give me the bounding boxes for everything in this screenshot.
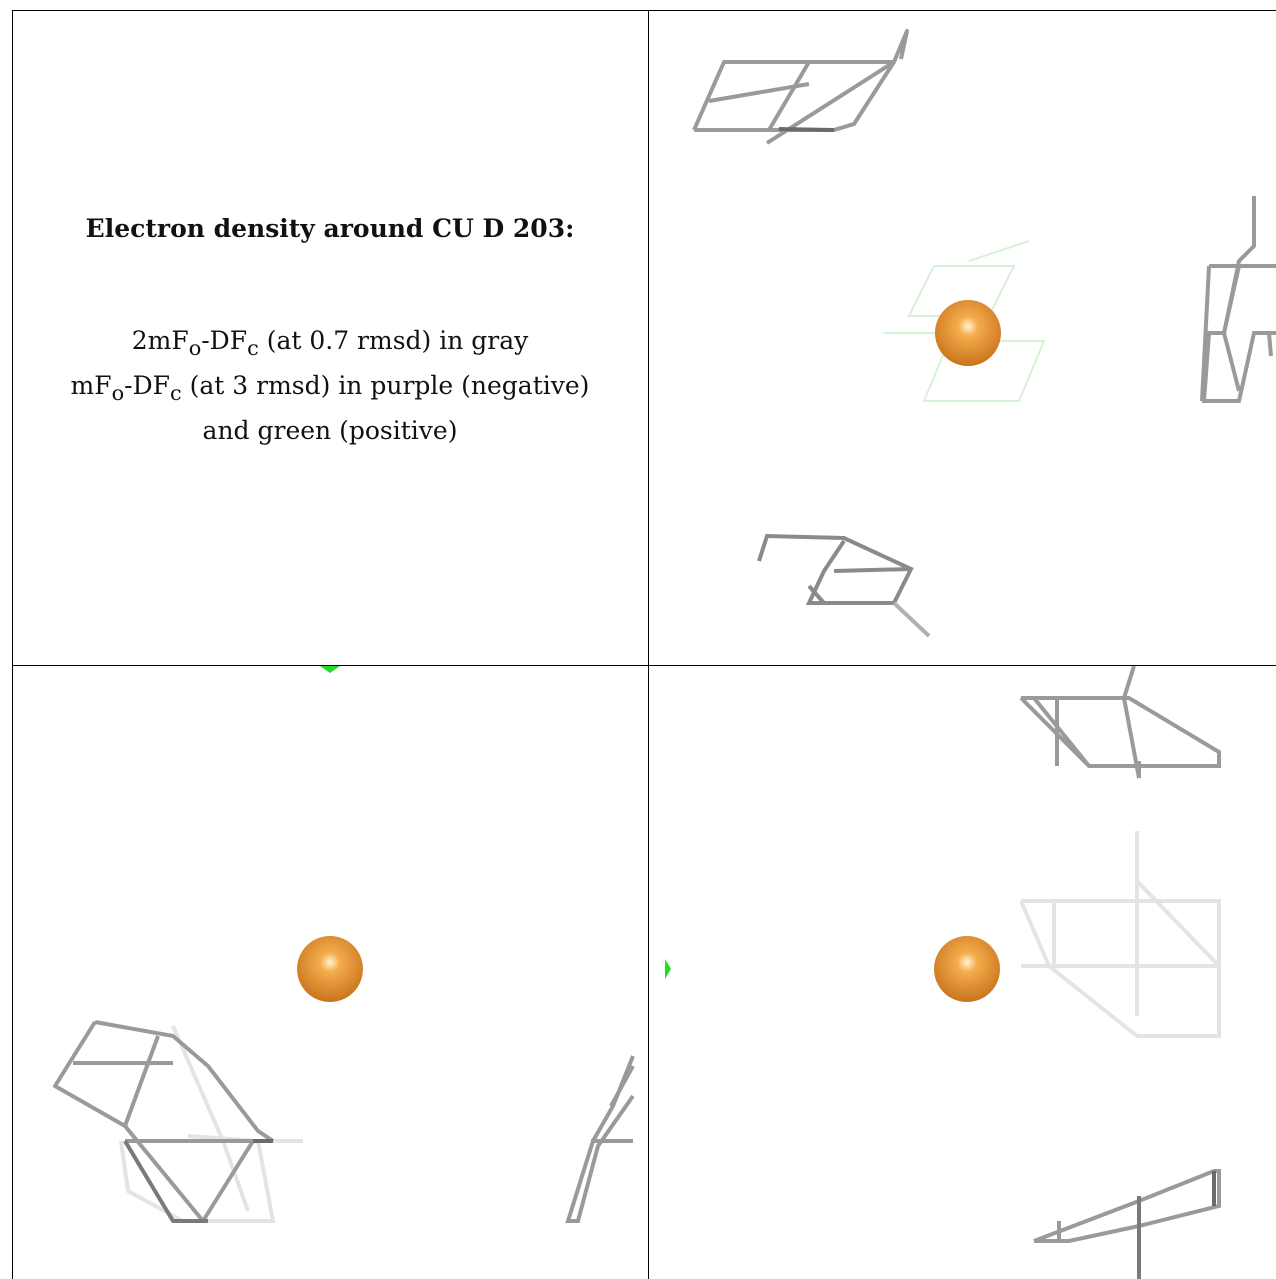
legend-line-difference-map: mFo-DFc (at 3 rmsd) in purple (negative) [70, 371, 590, 405]
gray-density-mesh-light [119, 1025, 303, 1223]
caption-panel: Electron density around CU D 203: 2mFo-D… [12, 10, 648, 664]
gray-density-mesh-top [692, 29, 909, 145]
cu-atom-sphere [297, 936, 363, 1002]
frame-middle-divider [12, 665, 1276, 666]
density-view-top-right [692, 29, 1276, 638]
view-bottom-right [649, 666, 1276, 1279]
caption-legend: 2mFo-DFc (at 0.7 rmsd) in gray mFo-DFc (… [12, 322, 648, 450]
gray-density-mesh-bottom [757, 533, 931, 638]
view-top-right [649, 11, 1276, 665]
gray-density-mesh-top [1019, 666, 1221, 779]
view-bottom-left [13, 666, 648, 1279]
positive-density-blob [320, 666, 340, 673]
gray-density-mesh-main [53, 1020, 275, 1223]
legend-line-gray-map: 2mFo-DFc (at 0.7 rmsd) in gray [131, 326, 529, 360]
legend-line-positive: and green (positive) [202, 416, 458, 445]
gray-density-mesh-edge [565, 1055, 635, 1223]
caption-title: Electron density around CU D 203: [85, 214, 575, 243]
gray-density-mesh-right [1200, 196, 1276, 403]
density-view-bottom-left [53, 666, 635, 1223]
cu-atom-sphere [935, 300, 1001, 366]
gray-density-mesh-bottom [1033, 1169, 1221, 1279]
cu-atom-sphere [934, 936, 1000, 1002]
density-view-bottom-right [665, 666, 1221, 1279]
frame-top-border [12, 10, 1276, 11]
frame-left-border [12, 10, 13, 1279]
frame-center-divider [648, 10, 649, 1279]
positive-density-marker [665, 959, 671, 979]
gray-density-mesh-light [1019, 831, 1221, 1038]
